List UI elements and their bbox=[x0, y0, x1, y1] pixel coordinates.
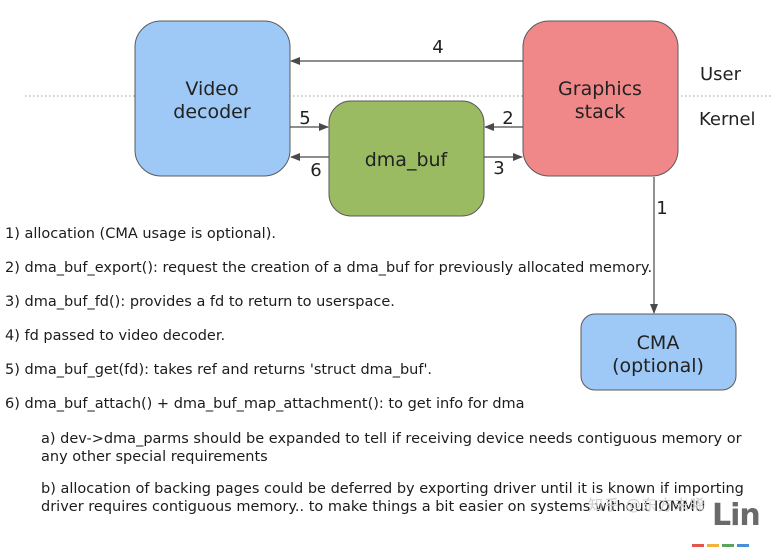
video-decoder-label-line2: decoder bbox=[173, 101, 251, 123]
arrow-3-label: 3 bbox=[493, 158, 504, 179]
video-decoder-box bbox=[134, 20, 291, 177]
step-6: 6) dma_buf_attach() + dma_buf_map_attach… bbox=[5, 396, 525, 412]
arrow-1-label: 1 bbox=[656, 198, 667, 219]
step-1: 1) allocation (CMA usage is optional). bbox=[5, 226, 276, 242]
cma-label-line2: (optional) bbox=[612, 355, 704, 377]
user-layer-label: User bbox=[700, 64, 742, 85]
step-2: 2) dma_buf_export(): request the creatio… bbox=[5, 260, 653, 276]
arrow-5-label: 5 bbox=[299, 108, 310, 129]
watermark-text: 知乎 @东方未晞 bbox=[588, 496, 706, 514]
cma-box bbox=[580, 313, 737, 391]
dma-buf-diagram: User Kernel Video decoder Graphics stack… bbox=[25, 20, 771, 391]
logo-color-bars bbox=[692, 532, 768, 547]
video-decoder-label-line1: Video bbox=[185, 78, 238, 100]
lin-logo: Lin bbox=[712, 498, 761, 533]
kernel-layer-label: Kernel bbox=[699, 109, 756, 130]
arrow-2-label: 2 bbox=[502, 108, 513, 129]
graphics-stack-label-line2: stack bbox=[575, 101, 625, 123]
step-5: 5) dma_buf_get(fd): takes ref and return… bbox=[5, 362, 433, 378]
step-3: 3) dma_buf_fd(): provides a fd to return… bbox=[5, 294, 395, 310]
graphics-stack-label-line1: Graphics bbox=[558, 78, 642, 100]
dma-buf-label: dma_buf bbox=[365, 149, 449, 171]
substep-a: a) dev->dma_parms should be expanded to … bbox=[41, 431, 742, 465]
arrow-6-label: 6 bbox=[310, 160, 321, 181]
step-4: 4) fd passed to video decoder. bbox=[5, 328, 226, 344]
graphics-stack-box bbox=[522, 20, 679, 177]
cma-label-line1: CMA bbox=[637, 332, 680, 354]
substep-b: b) allocation of backing pages could be … bbox=[41, 481, 744, 515]
dma-buf-box bbox=[328, 100, 485, 217]
arrow-4-label: 4 bbox=[432, 37, 443, 58]
